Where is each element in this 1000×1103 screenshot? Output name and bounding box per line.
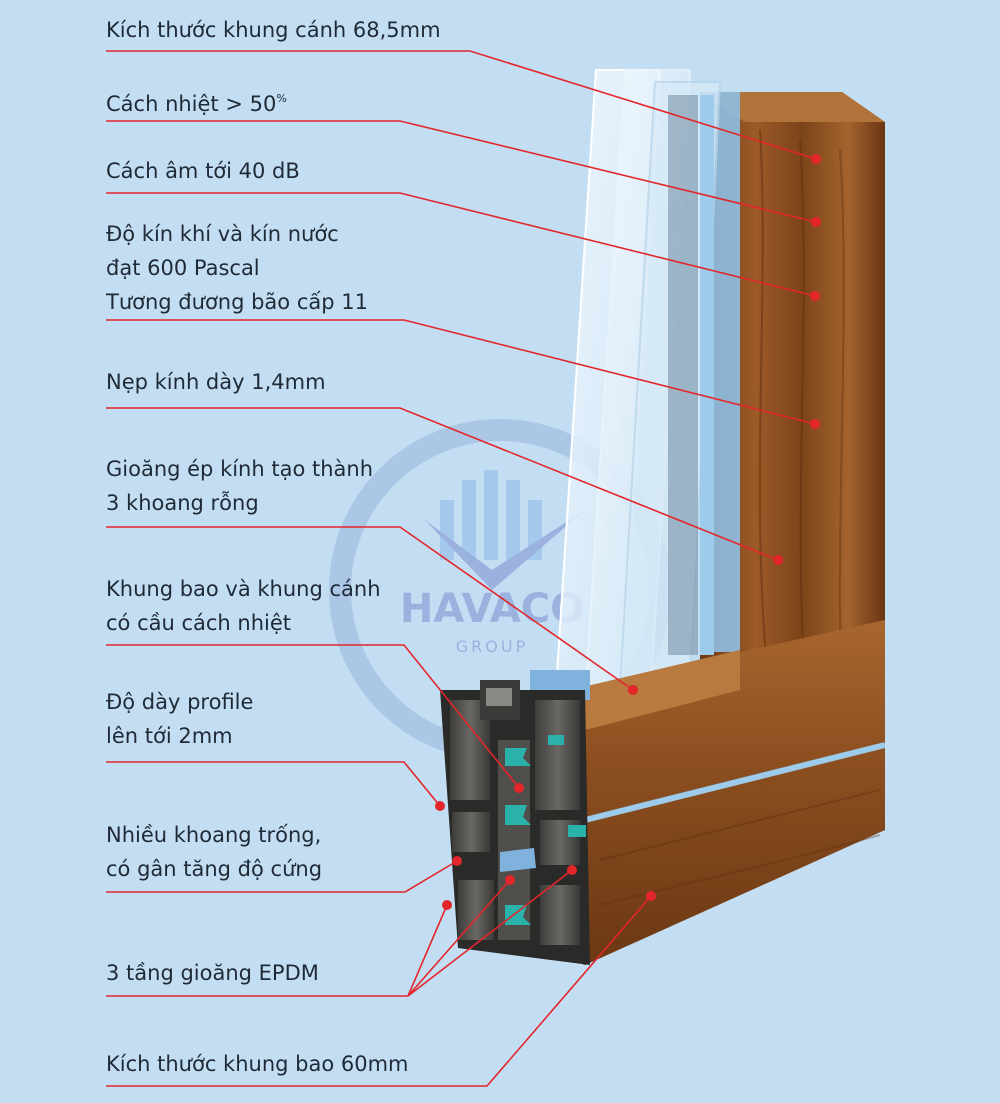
horizontal-wood-rail <box>530 620 886 965</box>
label-chambers: Nhiều khoang trống, có gân tăng độ cứng <box>106 818 322 886</box>
label-bead: Nẹp kính dày 1,4mm <box>106 365 326 399</box>
label-outer-frame-size: Kích thước khung bao 60mm <box>106 1047 409 1081</box>
label-line: Độ kín khí và kín nước <box>106 222 339 246</box>
label-profile-thickness: Độ dày profile lên tới 2mm <box>106 685 253 753</box>
label-line: Kích thước khung cánh 68,5mm <box>106 18 441 42</box>
label-line: Nẹp kính dày 1,4mm <box>106 370 326 394</box>
callout-lines <box>106 50 817 1087</box>
label-line: đạt 600 Pascal <box>106 256 260 280</box>
label-line: Độ dày profile <box>106 690 254 714</box>
label-frame-sash-size: Kích thước khung cánh 68,5mm <box>106 13 441 47</box>
glass-panes <box>553 69 722 706</box>
label-line: lên tới 2mm <box>106 724 233 748</box>
label-sound: Cách âm tới 40 dB <box>106 154 300 188</box>
label-line: có gân tăng độ cứng <box>106 857 323 881</box>
label-airtight: Độ kín khí và kín nước đạt 600 Pascal Tư… <box>106 217 368 319</box>
label-line: 3 tầng gioăng EPDM <box>106 961 319 985</box>
label-line: Nhiều khoang trống, <box>106 823 322 847</box>
epdm-gaskets <box>500 735 586 925</box>
label-line: Cách âm tới 40 dB <box>106 159 300 183</box>
label-line: Khung bao và khung cánh <box>106 577 381 601</box>
label-epdm: 3 tầng gioăng EPDM <box>106 956 319 990</box>
label-insulation: Cách nhiệt > 50% <box>106 82 287 121</box>
watermark-brand: HAVACO <box>400 586 584 632</box>
label-line: Tương đương bão cấp 11 <box>106 290 368 314</box>
label-line: Cách nhiệt > 50 <box>106 92 277 116</box>
label-glass-gasket: Gioăng ép kính tạo thành 3 khoang rỗng <box>106 452 373 520</box>
label-line: Gioăng ép kính tạo thành <box>106 457 374 481</box>
aluminum-cross-section <box>440 680 590 965</box>
label-line: Kích thước khung bao 60mm <box>106 1052 409 1076</box>
label-line: có cầu cách nhiệt <box>106 611 292 635</box>
label-superscript: % <box>276 92 287 105</box>
label-line: 3 khoang rỗng <box>106 491 259 515</box>
label-thermal-break: Khung bao và khung cánh có cầu cách nhiệ… <box>106 572 381 640</box>
callout-dots <box>435 154 821 910</box>
watermark-sub: GROUP <box>456 637 528 656</box>
